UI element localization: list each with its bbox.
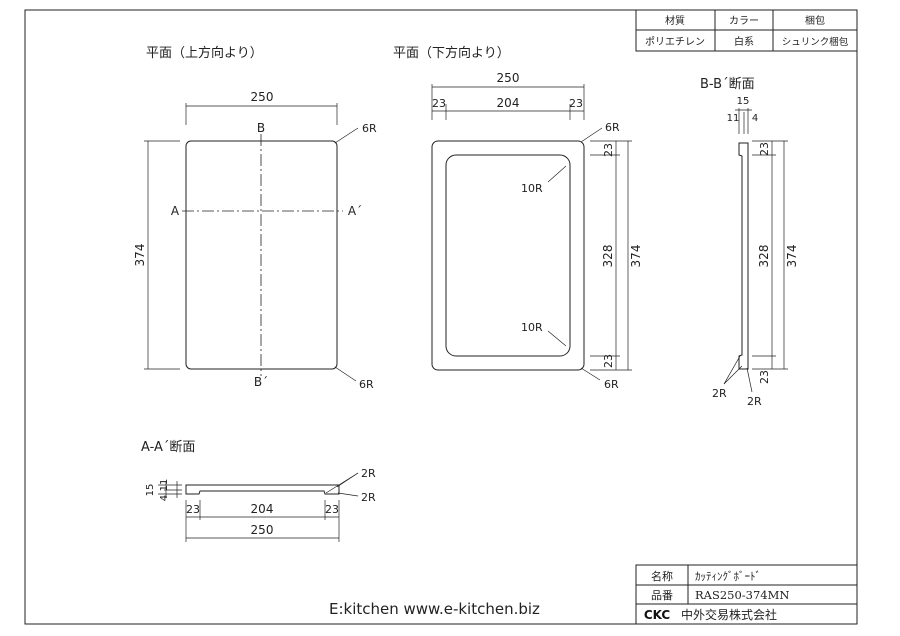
name-label: 名称 [651,569,673,583]
title-block: 名称 ｶｯﾃｨﾝｸﾞﾎﾞｰﾄﾞ 品番 RAS250-374MN CKC 中外交易… [635,564,858,625]
spec-value-material: ポリエチレン [645,36,705,48]
bb-bottom-margin-dim: 23 [758,370,771,384]
ckc-logo-text: CKC [644,608,671,622]
spec-value-packing: シュリンク梱包 [782,36,849,48]
aa-width-dim: 250 [251,523,274,537]
bottom-margin-right-dim: 23 [569,97,583,110]
bottom-width-dim: 250 [497,71,520,85]
top-plan-view: 平面（上方向より） 250 374 B B´ A A´ 6R 6R [133,45,377,391]
bottom-corner-radius: 6R [605,121,620,134]
top-corner-radius-bottom: 6R [359,378,374,391]
top-height-dim: 374 [133,244,147,267]
bb-step-a-dim: 11 [727,113,740,124]
name-value: ｶｯﾃｨﾝｸﾞﾎﾞｰﾄﾞ [695,570,761,583]
top-plan-outline [185,140,338,370]
bb-radius-a: 2R [712,387,727,400]
sheet-border [24,9,858,625]
bottom-plan-title: 平面（下方向より） [393,45,510,61]
label-a-prime: A´ [348,204,362,218]
bb-thickness-dim: 15 [737,96,750,107]
bottom-inner-width-dim: 204 [497,96,520,110]
website-url: E:kitchen www.e-kitchen.biz [329,600,540,618]
label-a: A [171,204,180,218]
spec-header-color: カラー [729,15,759,27]
aa-radius-b: 2R [361,491,376,504]
bottom-inner-height-dim: 328 [601,245,615,268]
bb-step-b-dim: 4 [752,113,758,124]
label-b: B [257,121,265,135]
bottom-height-dim: 374 [629,245,643,268]
aa-margin-left-dim: 23 [186,503,200,516]
section-bb-profile [738,142,749,370]
part-label: 品番 [651,589,673,602]
label-b-prime: B´ [254,375,268,389]
company-name: 中外交易株式会社 [681,607,777,622]
bottom-margin-bottom-dim: 23 [602,354,615,368]
bottom-plan-view: 平面（下方向より） 250 23 204 23 23 328 23 374 6R… [393,45,643,391]
spec-value-color: 白系 [734,35,754,48]
top-width-dim: 250 [251,90,274,104]
bottom-corner-radius-bottom: 6R [604,378,619,391]
bb-inner-height-dim: 328 [757,245,771,268]
spec-header-packing: 梱包 [805,14,825,27]
top-plan-title: 平面（上方向より） [146,45,263,61]
bottom-margin-top-dim: 23 [602,143,615,157]
part-value: RAS250-374MN [695,588,789,602]
bottom-plan-outline [431,140,585,371]
top-corner-radius: 6R [362,122,377,135]
section-aa-title: A-A´断面 [141,440,195,455]
section-aa-profile [185,484,340,495]
section-aa-view: A-A´断面 15 11 4 23 204 23 250 2R 2R [141,440,376,542]
bb-top-margin-dim: 23 [758,142,771,156]
aa-thickness-dim: 15 [145,484,156,497]
title-block-frame [635,564,858,625]
aa-inner-width-dim: 204 [251,502,274,516]
inner-radius-top: 10R [521,182,543,195]
section-bb-title: B-B´断面 [700,77,755,92]
spec-table: 材質 カラー 梱包 ポリエチレン 白系 シュリンク梱包 [635,9,858,52]
bottom-plan-inner-recess [445,154,571,357]
inner-radius-bottom: 10R [521,321,543,334]
spec-header-material: 材質 [665,14,685,27]
aa-radius-a: 2R [361,467,376,480]
section-bb-view: B-B´断面 15 11 4 23 328 374 23 2R 2R [700,77,799,408]
aa-step-b-dim: 4 [159,495,170,501]
bb-height-dim: 374 [785,245,799,268]
ckc-logo: CKC [640,608,674,622]
bb-radius-b: 2R [747,395,762,408]
aa-step-a-dim: 11 [159,479,170,492]
bottom-margin-left-dim: 23 [432,97,446,110]
aa-margin-right-dim: 23 [325,503,339,516]
